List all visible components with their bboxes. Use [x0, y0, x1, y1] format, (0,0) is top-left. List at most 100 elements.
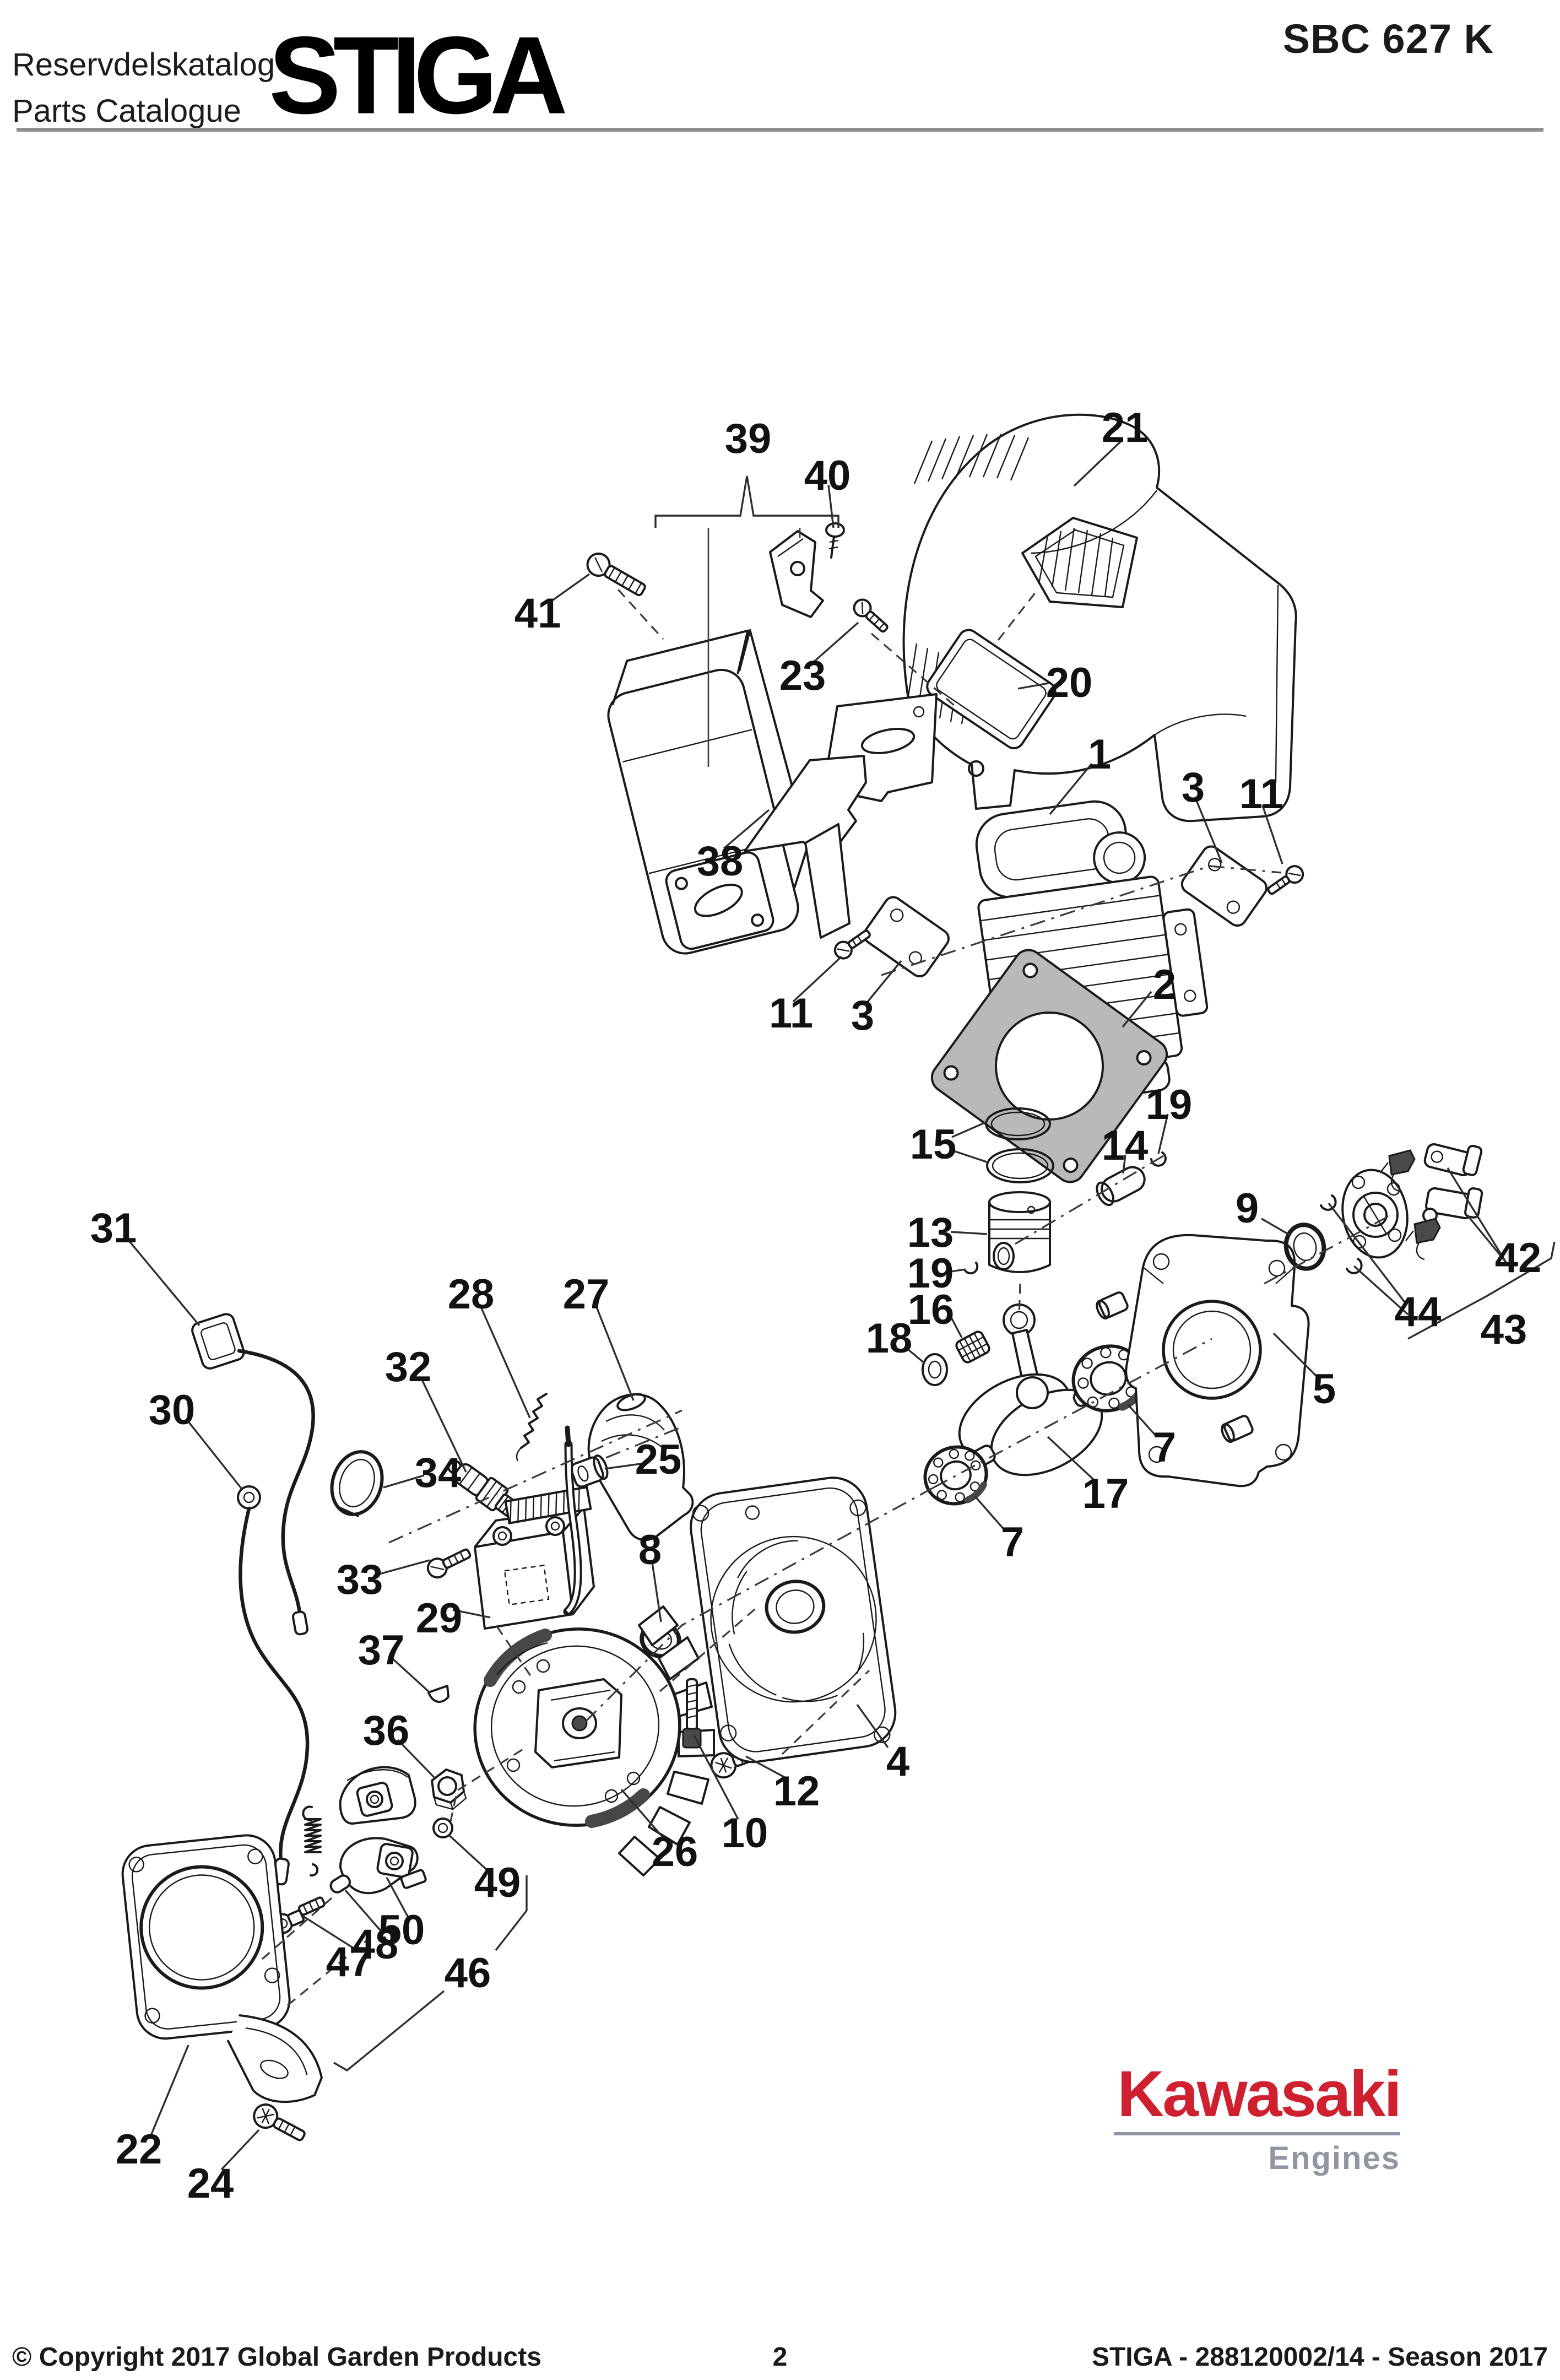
leader-line — [1261, 805, 1283, 864]
part-art-clutch-shoe-upper — [339, 1766, 416, 1825]
leader-line — [903, 1345, 925, 1364]
cover-vents-top — [913, 434, 1030, 484]
leader-line — [950, 1268, 966, 1273]
part-art-plate-3-upper — [1180, 845, 1268, 927]
part-art-oil-seal-9 — [1283, 1223, 1326, 1271]
leader-line — [392, 1658, 431, 1694]
part-art-plate-20 — [926, 629, 1057, 750]
part-number-label-43: 43 — [1481, 1306, 1528, 1353]
part-number-label-36: 36 — [363, 1707, 410, 1754]
part-number-label-19: 19 — [907, 1250, 954, 1297]
leader-line — [447, 1833, 489, 1872]
part-art-screw-11-upper — [1267, 865, 1304, 895]
part-art-woodruff-key — [427, 1685, 449, 1703]
part-number-label-44: 44 — [1395, 1289, 1442, 1335]
part-art-flywheel-nut — [431, 1768, 467, 1810]
leader-line — [950, 1231, 988, 1235]
part-number-label-48: 48 — [352, 1921, 399, 1968]
part-art-circlip-lower — [964, 1262, 979, 1275]
part-number-label-30: 30 — [149, 1387, 196, 1434]
part-number-label-17: 17 — [1082, 1470, 1129, 1517]
group-bracket — [333, 1990, 445, 2072]
catalogue-title-en: Parts Catalogue — [12, 93, 241, 129]
leader-line — [1194, 797, 1223, 863]
leader-line — [128, 1240, 201, 1327]
part-number-label-22: 22 — [116, 2126, 162, 2173]
assembly-line — [584, 1486, 934, 1723]
part-art-crankcase-right — [1125, 1234, 1310, 1488]
footer-copyright: © Copyright 2017 Global Garden Products — [12, 2343, 541, 2372]
part-art-heat-shield — [744, 693, 938, 939]
part-number-label-9: 9 — [1236, 1185, 1259, 1232]
part-art-pin-48 — [329, 1874, 351, 1894]
part-art-clutch-spring — [302, 1805, 322, 1877]
part-number-label-37: 37 — [358, 1627, 405, 1674]
part-art-screw-23 — [853, 598, 889, 633]
leader-line — [651, 1562, 662, 1622]
part-number-label-32: 32 — [385, 1344, 432, 1391]
leader-lines — [128, 439, 1509, 2171]
part-number-label-46: 46 — [445, 1950, 491, 1997]
part-art-dowel-pins — [1096, 1291, 1254, 1443]
leader-line — [595, 1305, 635, 1401]
assembly-lines — [261, 528, 1389, 2006]
header-rule — [17, 128, 1543, 132]
part-art-screw-33 — [426, 1548, 472, 1579]
part-art-needle-bearing — [955, 1330, 990, 1364]
kawasaki-engines-text: Engines — [1268, 2140, 1400, 2176]
kawasaki-logo: Kawasaki Engines — [1114, 2060, 1402, 2177]
part-number-label-13: 13 — [907, 1209, 954, 1256]
part-art-piston — [988, 1191, 1051, 1273]
part-number-label-29: 29 — [416, 1595, 463, 1642]
assembly-line — [997, 589, 1039, 641]
group-bracket — [654, 475, 839, 528]
part-number-label-11: 11 — [1239, 771, 1283, 818]
leader-line — [604, 1462, 645, 1470]
part-number-label-12: 12 — [773, 1768, 820, 1815]
part-number-label-27: 27 — [563, 1271, 610, 1318]
part-art-clutch-shoe-lower — [339, 1837, 427, 1895]
part-art-bearing-left — [923, 1445, 988, 1506]
leader-line — [1353, 1265, 1409, 1316]
part-art-screw-10 — [682, 1678, 702, 1749]
part-art-stop-switch — [191, 1313, 315, 1636]
part-art-crankcase-left — [690, 1476, 897, 1764]
part-number-label-5: 5 — [1313, 1366, 1336, 1413]
leader-line — [1017, 682, 1049, 690]
leader-line — [1073, 439, 1124, 487]
leader-line — [1127, 1404, 1158, 1438]
part-art-starter-pawls — [1380, 1143, 1483, 1261]
leader-line — [723, 809, 770, 850]
part-art-earth-wire — [237, 1485, 310, 1886]
leader-line — [792, 955, 843, 1003]
leader-line — [373, 1559, 430, 1577]
leader-line — [745, 1755, 787, 1779]
group-bracket — [495, 1875, 528, 1951]
catalogue-title: Reservdelskatalog Parts Catalogue — [12, 42, 275, 134]
part-art-wrist-pin — [1096, 1166, 1146, 1207]
leader-line — [1466, 1214, 1509, 1266]
leader-line — [420, 1377, 467, 1473]
part-number-label-16: 16 — [908, 1286, 955, 1333]
part-number-label-47: 47 — [326, 1939, 373, 1986]
leader-line — [186, 1419, 243, 1491]
part-number-label-40: 40 — [804, 452, 851, 499]
part-number-label-49: 49 — [474, 1859, 521, 1906]
part-art-screw-40 — [825, 522, 845, 559]
leader-line — [386, 1877, 410, 1919]
assembly-line — [1264, 1215, 1389, 1285]
part-number-label-38: 38 — [697, 838, 744, 885]
part-art-muffler — [607, 629, 809, 955]
part-number-label-26: 26 — [652, 1829, 698, 1875]
leader-line — [620, 1788, 665, 1840]
leader-line — [1328, 1202, 1407, 1305]
leader-line — [810, 621, 859, 666]
part-art-base-gasket — [930, 949, 1168, 1183]
leader-line — [1122, 1154, 1126, 1174]
part-number-label-28: 28 — [448, 1271, 495, 1318]
part-number-label-3: 3 — [1182, 764, 1205, 811]
catalogue-title-sv: Reservdelskatalog — [12, 47, 275, 83]
group-brackets — [333, 475, 1556, 2072]
leader-line — [856, 1704, 889, 1748]
